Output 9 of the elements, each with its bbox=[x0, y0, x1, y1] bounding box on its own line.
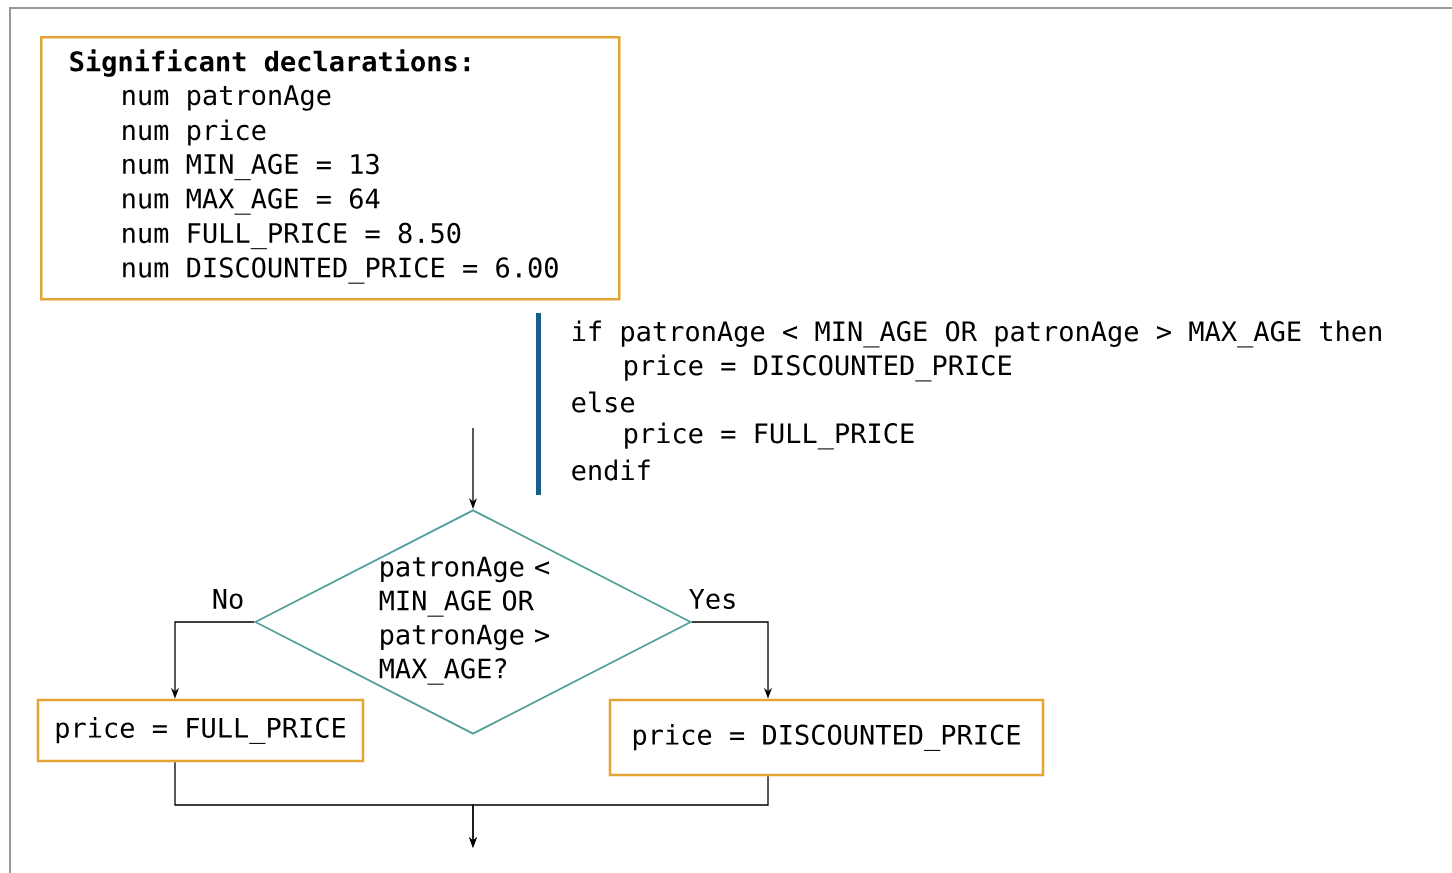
code-line: if patronAge < MIN_AGE OR patronAge > MAX_AGE then bbox=[573, 320, 1381, 348]
edge-label: No bbox=[213, 588, 243, 609]
code-line: endif bbox=[572, 459, 650, 481]
declarations-box: Significant declarations: num patronAge num price num MIN_AGE = 13 num MAX_AGE = 64 num FULL_PRICE = 8.50 num DISCOUNTED_PRICE = 6.00 bbox=[40, 36, 621, 301]
code-line: price = FULL_PRICE bbox=[625, 422, 914, 450]
code-line: else bbox=[572, 391, 635, 413]
code-line: price = DISCOUNTED_PRICE bbox=[625, 354, 1012, 382]
process-box: price = DISCOUNTED_PRICE bbox=[608, 698, 1045, 777]
process-box: price = FULL_PRICE bbox=[36, 698, 365, 763]
